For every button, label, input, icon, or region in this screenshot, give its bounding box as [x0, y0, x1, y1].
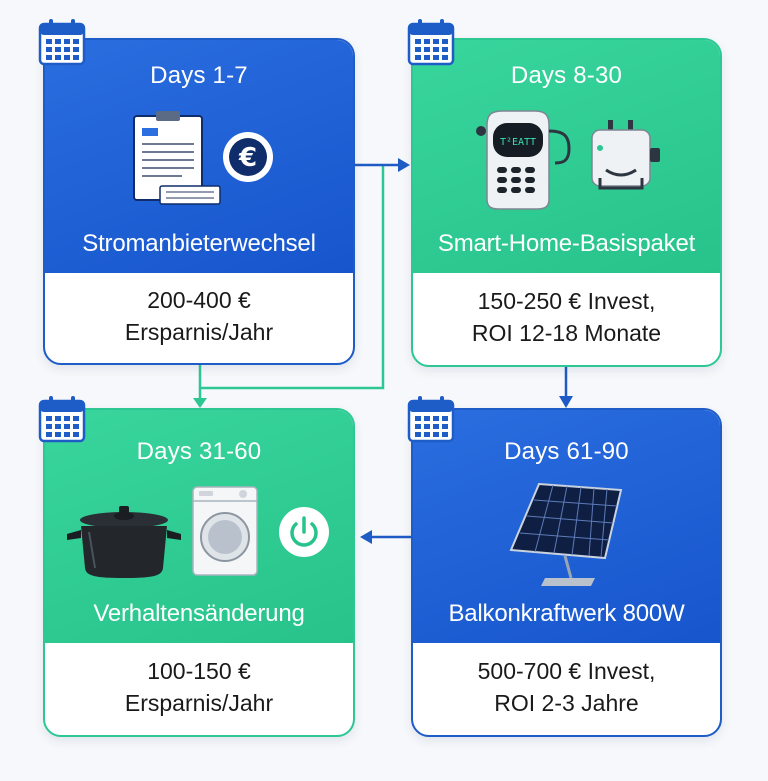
solar-panel-icon: [509, 482, 623, 586]
step-card-1-footer: 200-400 € Ersparnis/Jahr: [45, 269, 353, 363]
step-card-3: Days 31-60 Verhaltensänderung: [43, 408, 355, 737]
step-detail-line2: Ersparnis/Jahr: [124, 319, 274, 345]
step-days: Days 1-7: [150, 62, 248, 89]
power-button-icon: [279, 507, 329, 557]
svg-text:€: €: [238, 143, 257, 173]
step-days: Days 61-90: [504, 438, 629, 465]
step-card-3-header: Days 31-60 Verhaltensänderung: [45, 410, 353, 643]
step-detail-line1: 200-400 €: [147, 287, 251, 313]
arrowhead-step3-blue: [360, 530, 372, 544]
arrowhead-step2: [398, 158, 410, 172]
smart-plug-icon: [591, 120, 660, 190]
step-card-3-footer: 100-150 € Ersparnis/Jahr: [45, 639, 353, 735]
step-days: Days 31-60: [136, 438, 262, 465]
step-detail-line2: ROI 12-18 Monate: [471, 320, 662, 346]
step-title: Verhaltensänderung: [93, 600, 305, 627]
device-display: T²EATT: [500, 137, 536, 148]
euro-coin-icon: €: [223, 132, 273, 182]
step-detail-line1: 150-250 € Invest,: [477, 288, 656, 314]
step-title: Smart-Home-Basispaket: [437, 230, 696, 257]
step-card-2: Days 8-30 T²EATT Smart-Home-Basispaket: [411, 38, 722, 367]
step-title: Balkonkraftwerk 800W: [448, 600, 685, 627]
step-detail-line2: Ersparnis/Jahr: [124, 690, 274, 716]
step-detail-line1: 500-700 € Invest,: [477, 658, 656, 684]
arrowhead-step3: [193, 398, 207, 408]
step-card-2-footer: 150-250 € Invest, ROI 12-18 Monate: [413, 269, 720, 365]
step-title: Stromanbieterwechsel: [82, 230, 316, 257]
step-detail-line1: 100-150 €: [147, 658, 251, 684]
cooking-pot-icon: [67, 506, 181, 578]
step-card-4-footer: 500-700 € Invest, ROI 2-3 Jahre: [413, 639, 720, 735]
step-card-2-header: Days 8-30 T²EATT Smart-Home-Basispaket: [413, 40, 720, 273]
washing-machine-icon: [192, 486, 258, 576]
arrow-step1-to-step2-green: [198, 165, 385, 390]
step-card-4-header: Days 61-90 Balkonkraftwerk 800W: [413, 410, 720, 643]
calendar-icon: [38, 19, 86, 66]
calendar-icon: [407, 396, 455, 443]
step-card-1-header: Days 1-7 € Stromanbieterwechsel: [45, 40, 353, 273]
contract-document-icon: [133, 111, 221, 205]
smart-meter-icon: T²EATT: [476, 110, 571, 210]
step-days: Days 8-30: [510, 62, 623, 89]
step-detail-line2: ROI 2-3 Jahre: [494, 690, 639, 716]
calendar-icon: [407, 19, 455, 66]
step-card-4: Days 61-90 Balkonkraftwerk 800W 500-700 …: [411, 408, 722, 737]
arrowhead-step4: [559, 396, 573, 408]
step-card-1: Days 1-7 € Stromanbieterwechsel 200-400 …: [43, 38, 355, 365]
calendar-icon: [38, 396, 86, 443]
